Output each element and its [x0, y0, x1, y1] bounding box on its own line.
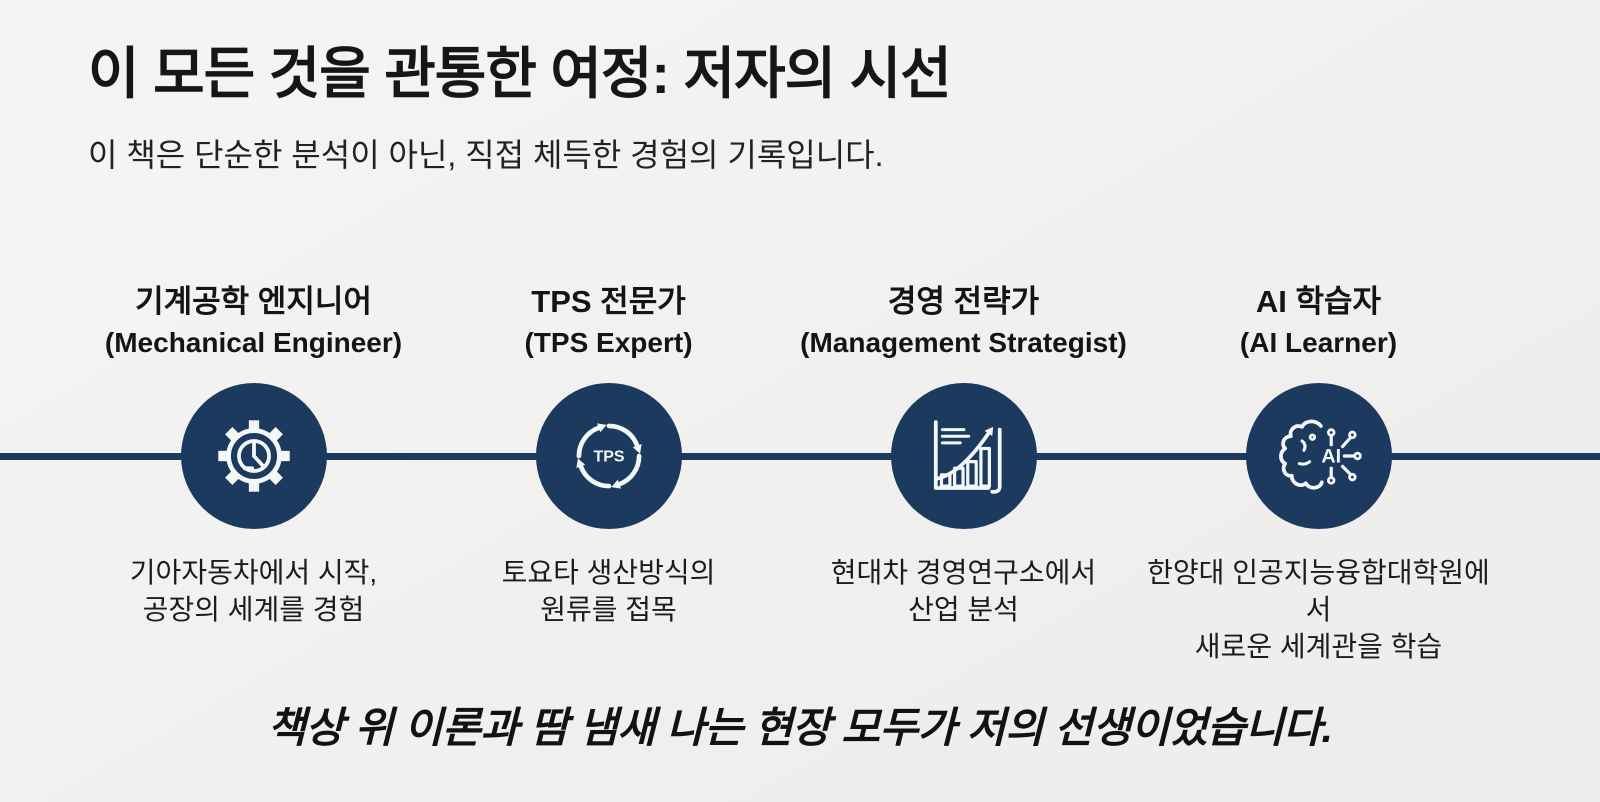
- timeline-node: TPS: [535, 383, 682, 530]
- timeline-item-tps-expert: TPS 전문가 (TPS Expert): [431, 283, 786, 666]
- item-title-en: (AI Learner): [1239, 327, 1398, 359]
- item-title-ko: TPS 전문가: [531, 284, 686, 319]
- timeline-node: [180, 383, 327, 530]
- tps-cycle-icon: TPS: [575, 423, 642, 489]
- item-description: 기아자동차에서 시작, 공장의 세계를 경험: [129, 557, 378, 626]
- item-description: 토요타 생산방식의 원류를 접목: [501, 557, 716, 626]
- gear-pie-icon: [217, 420, 290, 493]
- item-title-ko: 경영 전략가: [887, 284, 1040, 319]
- item-title-en: (Mechanical Engineer): [104, 327, 403, 359]
- page-subtitle: 이 책은 단순한 분석이 아닌, 직접 체득한 경험의 기록입니다.: [88, 137, 884, 174]
- timeline-columns: 기계공학 엔지니어 (Mechanical Engineer): [0, 283, 1600, 666]
- timeline-line: [0, 453, 1600, 460]
- timeline-item-management-strategist: 경영 전략가 (Management Strategist): [786, 283, 1141, 666]
- item-title-ko: 기계공학 엔지니어: [135, 284, 372, 319]
- timeline-node: [890, 383, 1037, 530]
- tps-icon-label: TPS: [593, 449, 624, 466]
- ai-brain-circuit-icon: AI: [1278, 419, 1362, 490]
- page-title: 이 모든 것을 관통한 여정: 저자의 시선: [88, 42, 952, 105]
- item-description: 현대차 경영연구소에서 산업 분석: [830, 557, 1097, 626]
- item-description: 한양대 인공지능융합대학원에서 새로운 세계관을 학습: [1147, 557, 1490, 663]
- growth-chart-icon: [933, 420, 1002, 495]
- timeline-item-mechanical-engineer: 기계공학 엔지니어 (Mechanical Engineer): [76, 283, 431, 666]
- item-title-en: (TPS Expert): [524, 327, 693, 359]
- timeline-item-ai-learner: AI 학습자 (AI Learner) AI: [1141, 283, 1496, 666]
- item-title-ko: AI 학습자: [1255, 284, 1382, 319]
- ai-icon-label: AI: [1321, 446, 1341, 468]
- timeline: 기계공학 엔지니어 (Mechanical Engineer): [0, 283, 1600, 666]
- timeline-node: AI: [1245, 383, 1392, 530]
- item-title-en: (Management Strategist): [800, 327, 1127, 359]
- closing-quote: 책상 위 이론과 땀 냄새 나는 현장 모두가 저의 선생이었습니다.: [267, 704, 1333, 751]
- slide-header: 이 모든 것을 관통한 여정: 저자의 시선 이 책은 단순한 분석이 아닌, …: [88, 42, 1540, 176]
